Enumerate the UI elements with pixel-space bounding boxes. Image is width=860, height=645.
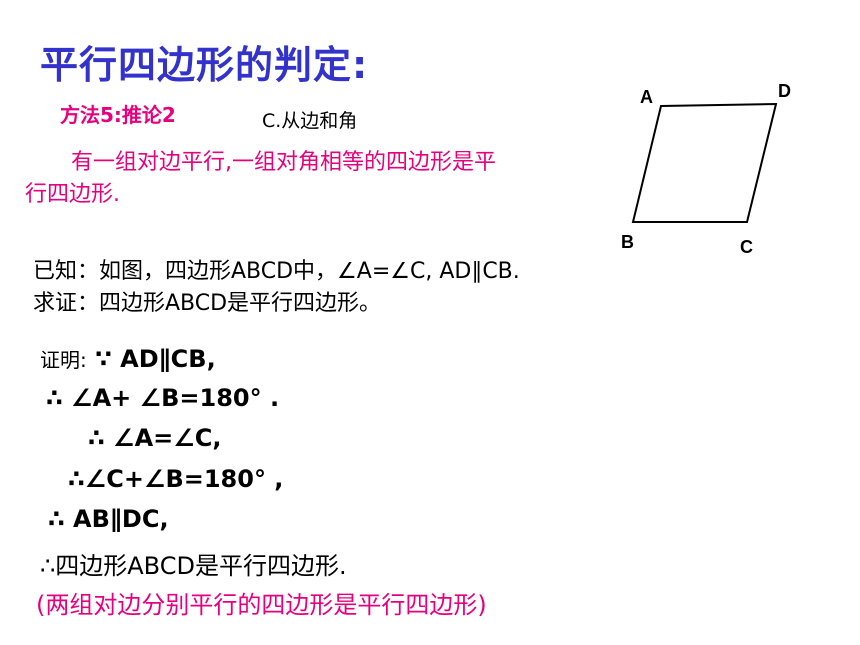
conclusion: ∴四边形ABCD是平行四边形. bbox=[40, 552, 347, 580]
note: (两组对边分别平行的四边形是平行四边形) bbox=[36, 591, 487, 619]
theorem-line-1: 有一组对边平行,一组对角相等的四边形是平 bbox=[71, 150, 496, 175]
given-block: 已知：如图，四边形ABCD中，∠A=∠C, AD∥CB. 求证：四边形ABCD是… bbox=[33, 256, 520, 320]
proof-step-2: ∴ ∠A+ ∠B=180° . bbox=[46, 384, 280, 412]
theorem-text: 有一组对边平行,一组对角相等的四边形是平 行四边形. bbox=[25, 147, 635, 211]
parallelogram-shape bbox=[631, 102, 778, 223]
vertex-label-d: D bbox=[778, 81, 791, 101]
proof-step-1: 证明: ∵ AD∥CB, bbox=[40, 344, 216, 373]
vertex-label-b: B bbox=[621, 232, 634, 252]
proof-label: 证明: bbox=[40, 348, 87, 372]
proof-step-4: ∴∠C+∠B=180° , bbox=[68, 465, 284, 493]
vertex-label-a: A bbox=[640, 87, 653, 107]
parallelogram-figure: A B C D bbox=[621, 81, 791, 255]
proof-step-3: ∴ ∠A=∠C, bbox=[88, 424, 222, 452]
vertex-label-c: C bbox=[740, 237, 753, 255]
proof-step-5: ∴ AB∥DC, bbox=[48, 505, 169, 533]
sub-label: C.从边和角 bbox=[262, 110, 358, 132]
method-label: 方法5:推论2 bbox=[60, 103, 176, 127]
theorem-line-2: 行四边形. bbox=[25, 182, 120, 207]
proof-step-1-text: ∵ AD∥CB, bbox=[95, 345, 216, 373]
page-title: 平行四边形的判定: bbox=[40, 43, 369, 87]
given-line: 已知：如图，四边形ABCD中，∠A=∠C, AD∥CB. bbox=[33, 259, 520, 284]
prove-line: 求证：四边形ABCD是平行四边形。 bbox=[33, 291, 382, 316]
